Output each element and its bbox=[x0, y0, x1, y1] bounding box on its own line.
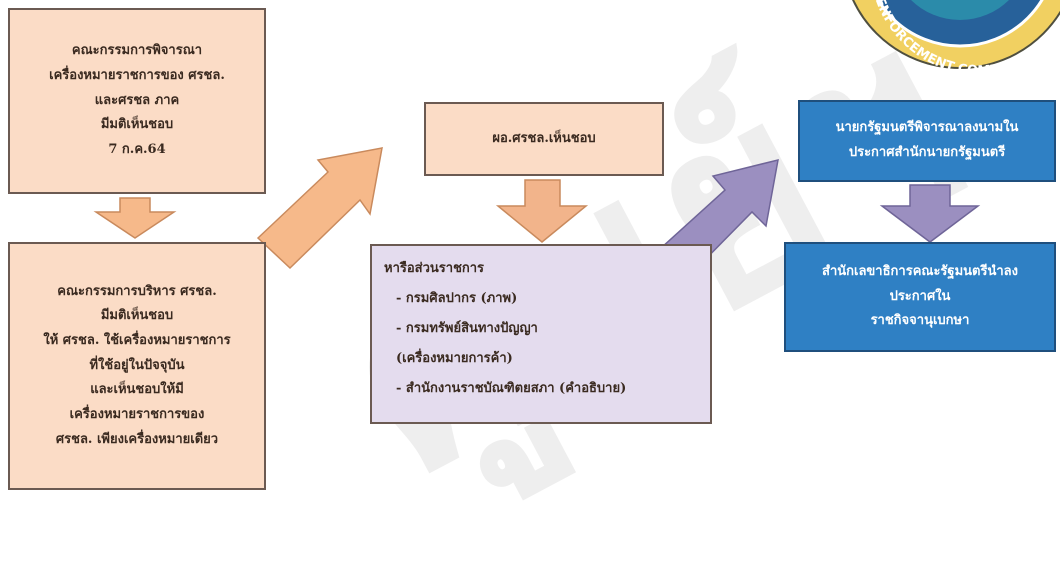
text-line: มีมติเห็นชอบ bbox=[100, 117, 174, 133]
text-line: คณะกรรมการพิจารณา bbox=[71, 43, 203, 59]
text-line: คณะกรรมการบริหาร ศรชล. bbox=[57, 283, 217, 299]
text-line: นายกรัฐมนตรีพิจารณาลงนามใน bbox=[835, 120, 1019, 136]
text-line: ศรชล. เพียงเครื่องหมายเดียว bbox=[55, 431, 219, 447]
text-line: 7 ก.ค.64 bbox=[108, 142, 166, 158]
text-line: ผอ.ศรชล.เห็นชอบ bbox=[492, 130, 596, 146]
agencies-box: หารือส่วนราชการ - กรมศิลปากร (ภาพ) - กรม… bbox=[370, 244, 712, 424]
text-line: ราชกิจจานุเบกษา bbox=[870, 313, 970, 329]
text-line: มีมติเห็นชอบ bbox=[100, 308, 174, 324]
director-box: ผอ.ศรชล.เห็นชอบ bbox=[424, 102, 664, 176]
arrow-diag-1 bbox=[256, 147, 383, 270]
seal-logo: TIME ENFORCEMENT COMMAN bbox=[852, 0, 1060, 69]
exec-committee-box: คณะกรรมการบริหาร ศรชล. มีมติเห็นชอบ ให้ … bbox=[8, 242, 266, 490]
text-line: ประกาศใน bbox=[889, 288, 951, 304]
agency-item: - กรมศิลปากร (ภาพ) bbox=[396, 290, 518, 306]
text-line: เครื่องหมายราชการของ bbox=[69, 407, 205, 423]
agency-item: (เครื่องหมายการค้า) bbox=[396, 350, 513, 366]
arrow-down-3 bbox=[879, 184, 981, 243]
agency-item: - สำนักงานราชบัณฑิตยสภา (คำอธิบาย) bbox=[396, 380, 627, 396]
agencies-heading: หารือส่วนราชการ bbox=[384, 261, 485, 276]
agency-item: - กรมทรัพย์สินทางปัญญา bbox=[396, 320, 538, 336]
text-line: ประกาศสำนักนายกรัฐมนตรี bbox=[848, 145, 1006, 160]
arrow-down-1 bbox=[93, 197, 177, 239]
committee-box: คณะกรรมการพิจารณา เครื่องหมายราชการของ ศ… bbox=[8, 8, 266, 194]
text-line: เครื่องหมายราชการของ ศรชล. bbox=[49, 67, 225, 83]
text-line: ให้ ศรชล. ใช้เครื่องหมายราชการ bbox=[43, 332, 231, 348]
text-line: และเห็นชอบให้มี bbox=[90, 382, 184, 398]
text-line: และศรชล ภาค bbox=[94, 92, 180, 108]
text-line: ที่ใช้อยู่ในปัจจุบัน bbox=[89, 357, 185, 373]
pm-box: นายกรัฐมนตรีพิจารณาลงนามใน ประกาศสำนักนา… bbox=[798, 100, 1056, 182]
arrow-down-2 bbox=[495, 179, 589, 243]
text-line: สำนักเลขาธิการคณะรัฐมนตรีนำลง bbox=[822, 263, 1018, 279]
cabinet-box: สำนักเลขาธิการคณะรัฐมนตรีนำลง ประกาศใน ร… bbox=[784, 242, 1056, 352]
